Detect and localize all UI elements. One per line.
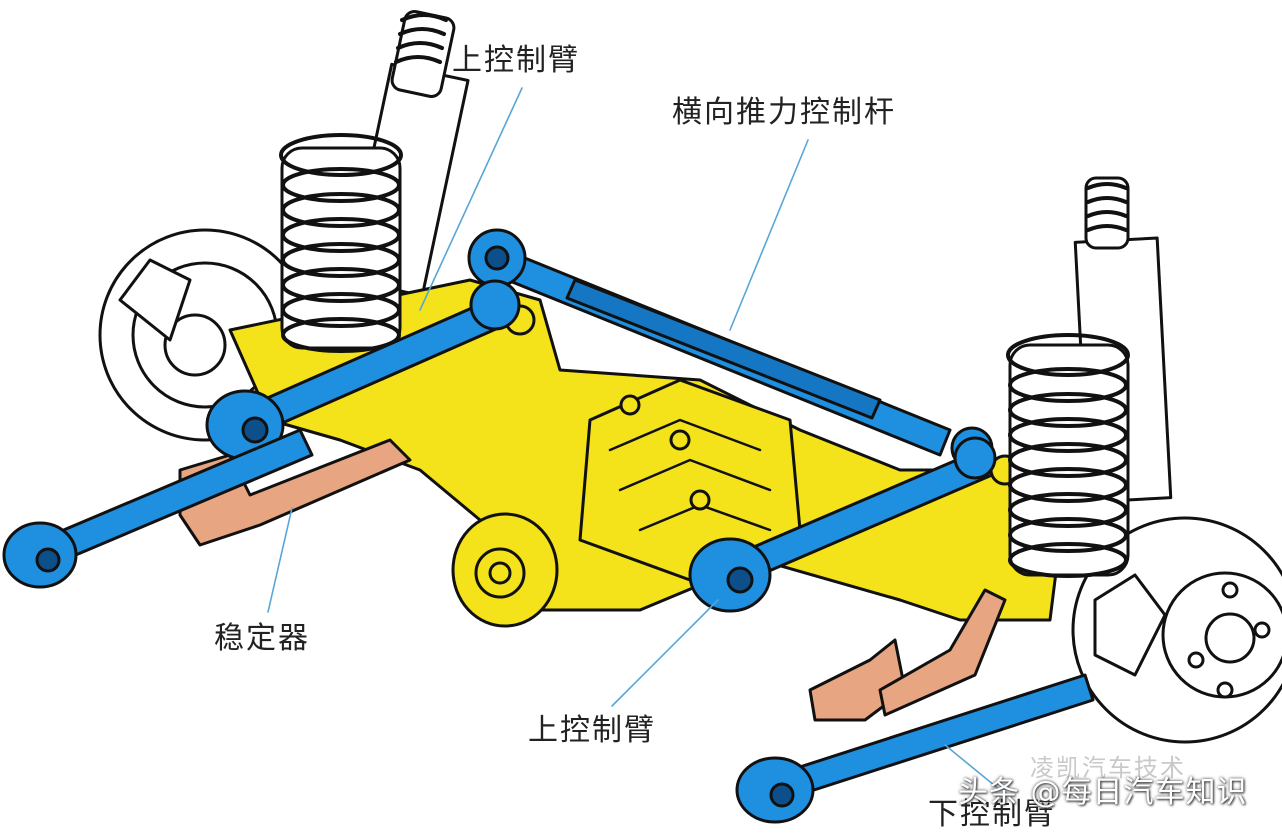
label-upper-control-arm-bottom: 上控制臂 — [528, 713, 656, 748]
left-coil-spring — [279, 133, 403, 353]
label-lower-control-arm: 下控制臂 — [928, 797, 1056, 832]
label-stabilizer: 稳定器 — [214, 621, 310, 656]
label-upper-control-arm-top: 上控制臂 — [452, 43, 580, 78]
panhard-rod — [467, 228, 994, 470]
label-panhard-rod: 横向推力控制杆 — [672, 95, 896, 130]
right-brake-disc — [1071, 516, 1282, 744]
upper-control-arm-right — [688, 436, 997, 613]
lower-control-arm-left — [2, 428, 314, 589]
leader-lines — [267, 87, 1001, 791]
lower-control-arm-right — [735, 673, 1095, 824]
watermark-faded: 凌凯汽车技术 — [1030, 754, 1186, 782]
watermark-credit: 头条 @每日汽车知识 — [958, 775, 1248, 810]
right-coil-spring — [1006, 333, 1130, 578]
